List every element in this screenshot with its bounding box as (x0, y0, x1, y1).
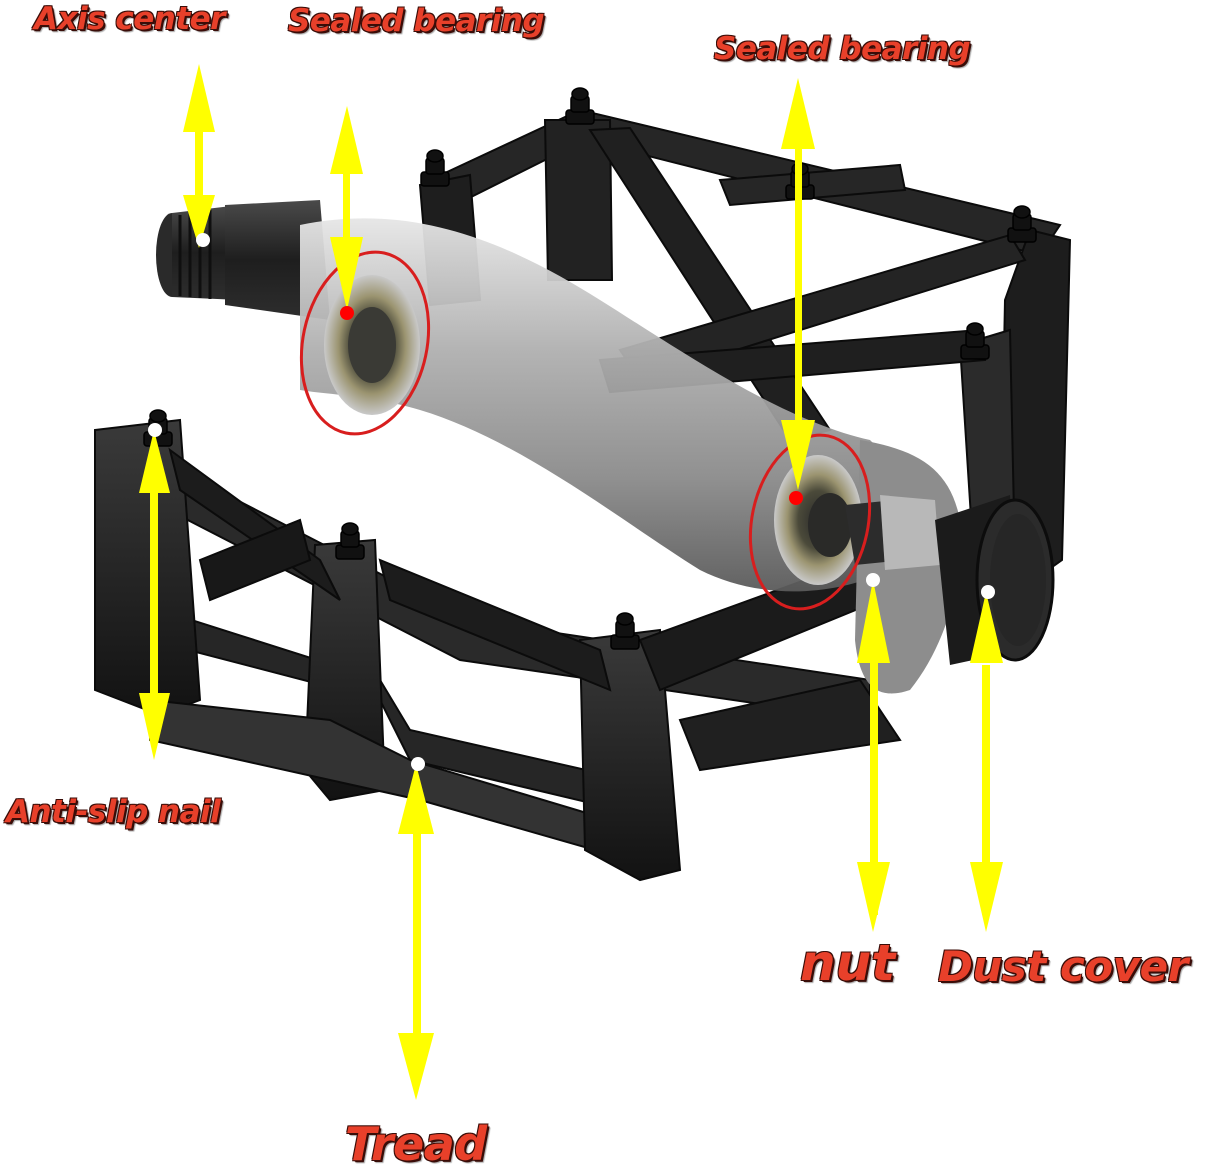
label-anti-slip-nail: Anti-slip nail (6, 794, 221, 830)
marker-tread (411, 757, 425, 771)
arrow-anti-slip-nail (139, 430, 170, 760)
marker-nut (866, 573, 880, 587)
dust-cover (935, 495, 1055, 665)
label-sealed-bearing-right: Sealed bearing (714, 31, 971, 67)
label-dust-cover: Dust cover (938, 942, 1188, 991)
bearing-highlight-left (299, 250, 431, 436)
arrow-axis-center (183, 64, 215, 248)
marker-axis-center (196, 233, 210, 247)
arrow-sealed-bearing-right (781, 78, 815, 490)
bearing-highlight-right (748, 433, 872, 611)
label-axis-center: Axis center (34, 1, 225, 37)
arrow-tread (398, 764, 434, 1100)
arrow-nut (857, 580, 890, 932)
pedal-cage (94, 108, 1072, 882)
callout-arrows (139, 64, 1003, 1100)
arrow-sealed-bearing-left (330, 106, 363, 310)
marker-sealed-bearing-right (789, 491, 803, 505)
marker-dots (148, 233, 995, 771)
marker-anti-slip-nail (148, 423, 162, 437)
marker-dust-cover (981, 585, 995, 599)
arrow-dust-cover (970, 592, 1003, 932)
marker-sealed-bearing-left (340, 306, 354, 320)
label-sealed-bearing-left: Sealed bearing (288, 3, 545, 39)
label-tread: Tread (345, 1117, 487, 1171)
label-nut: nut (800, 934, 896, 992)
